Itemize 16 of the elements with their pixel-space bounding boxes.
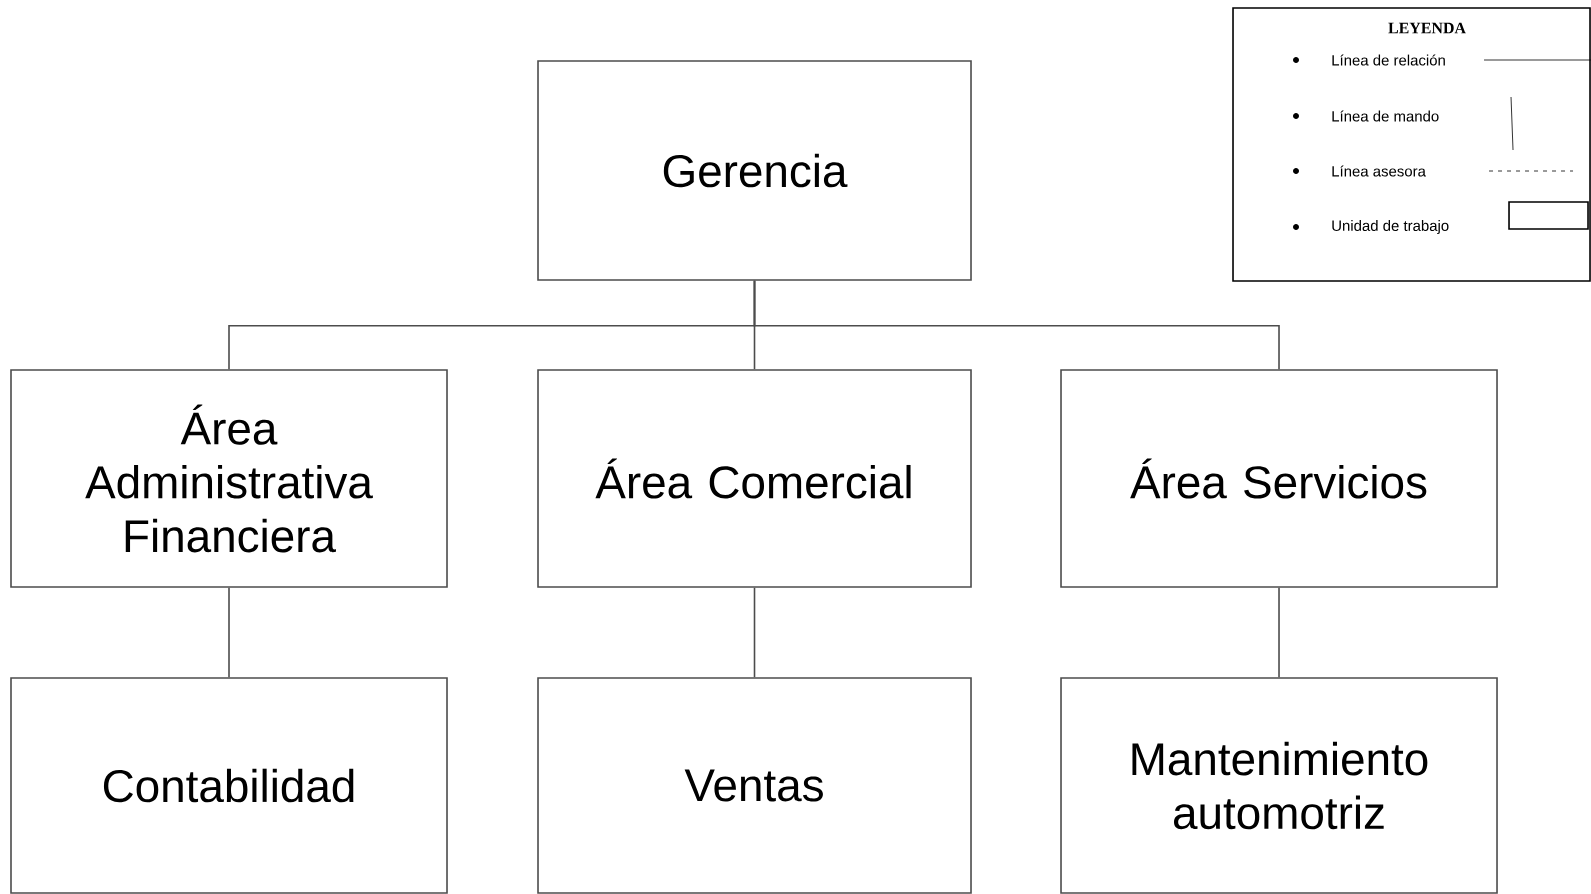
legend-text: Línea de relación xyxy=(1332,54,1445,66)
unit-box: Gerencia xyxy=(537,60,972,281)
legend-text: Unidad de trabajo xyxy=(1332,220,1449,234)
legend-title: LEYENDA xyxy=(1388,22,1466,34)
unit-box: Contabilidad xyxy=(10,677,448,894)
legend-text: Línea de mando xyxy=(1332,110,1439,122)
connector-line xyxy=(753,280,1280,370)
legend-text: Línea asesora xyxy=(1332,165,1426,177)
connector-line xyxy=(228,587,230,678)
unit-box: Área Servicios xyxy=(1060,369,1498,588)
connector-line xyxy=(753,587,756,678)
connector-line xyxy=(1278,587,1280,678)
unit-box: Mantenimiento automotriz xyxy=(1060,677,1498,894)
unit-box: Área Administrativa Financiera xyxy=(10,369,448,588)
unit-box: Ventas xyxy=(537,677,972,894)
unit-box: Área Comercial xyxy=(537,369,972,588)
